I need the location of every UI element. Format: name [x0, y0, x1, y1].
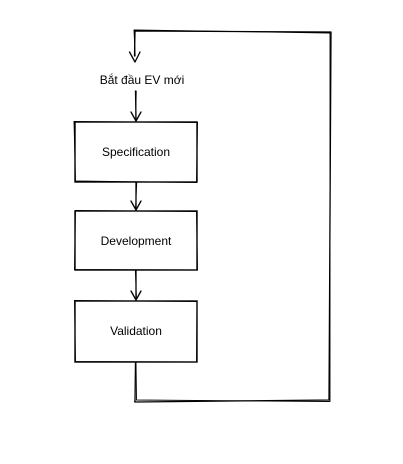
- start-label: Bắt đầu EV mới: [100, 72, 185, 87]
- arrow-start-to-specification-sketch: [135, 90, 137, 120]
- arrowhead-development: [130, 200, 142, 211]
- step-box-development: Development: [74, 210, 198, 271]
- step-label-development: Development: [101, 234, 172, 248]
- arrowhead-specification: [130, 111, 142, 122]
- arrow-development-to-validation-sketch: [134, 269, 137, 300]
- arrow-specification-to-development-sketch: [135, 181, 138, 210]
- step-box-validation: Validation: [74, 300, 198, 363]
- start-arrowhead: [128, 51, 141, 63]
- feedback-loop-line-sketch: [133, 29, 331, 402]
- arrowhead-validation: [130, 290, 142, 301]
- step-label-specification: Specification: [102, 145, 170, 159]
- step-box-specification: Specification: [73, 121, 198, 183]
- step-label-validation: Validation: [110, 324, 162, 338]
